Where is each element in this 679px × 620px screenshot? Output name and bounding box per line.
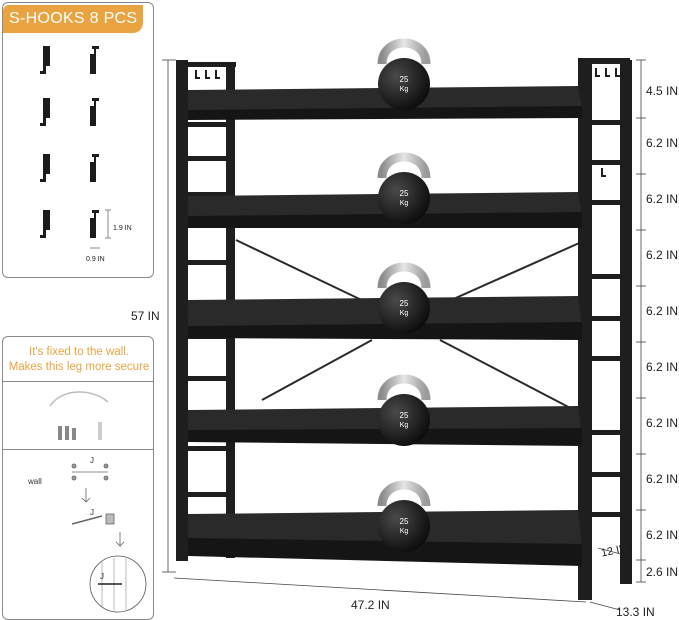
segment-height-label: 6.2 IN bbox=[646, 360, 679, 374]
s-hooks-illustration bbox=[40, 46, 111, 249]
s-hook-icon bbox=[40, 46, 99, 238]
svg-text:25: 25 bbox=[400, 299, 409, 308]
wall-anchor-panel: It's fixed to the wall. Makes this leg m… bbox=[2, 336, 154, 620]
right-frame bbox=[578, 58, 632, 600]
segment-height-label: 4.5 IN bbox=[646, 84, 679, 98]
hook-height-label: 1.9 IN bbox=[113, 225, 132, 232]
segment-height-label: 6.2 IN bbox=[646, 192, 679, 206]
anchor-strap-icon bbox=[49, 391, 109, 407]
panel-divider bbox=[3, 381, 153, 382]
svg-text:Kg: Kg bbox=[400, 422, 409, 429]
step-diagram bbox=[71, 463, 147, 613]
svg-text:Kg: Kg bbox=[400, 200, 409, 207]
s-hooks-panel: S-HOOKS 8 PCS bbox=[2, 2, 154, 278]
segment-height-label: 2.6 IN bbox=[646, 565, 679, 579]
wall-label: wall bbox=[28, 477, 42, 486]
kettlebell: 25 Kg bbox=[377, 38, 431, 110]
hook-dimension-lines bbox=[90, 209, 111, 249]
segment-height-label: 6.2 IN bbox=[646, 248, 679, 262]
segment-height-label: 6.2 IN bbox=[646, 472, 679, 486]
svg-text:25: 25 bbox=[400, 517, 409, 526]
dimension-lines bbox=[162, 59, 646, 611]
kettlebell: 25 Kg bbox=[377, 152, 431, 224]
total-height-label: 57 IN bbox=[131, 309, 160, 323]
svg-text:25: 25 bbox=[400, 75, 409, 84]
s-hooks-title: S-HOOKS 8 PCS bbox=[3, 5, 143, 33]
svg-text:Kg: Kg bbox=[400, 86, 409, 93]
segment-height-label: 6.2 IN bbox=[646, 136, 679, 150]
part-label-j: J bbox=[100, 572, 104, 581]
cross-brace bbox=[235, 239, 587, 413]
segment-height-label: 6.2 IN bbox=[646, 304, 679, 318]
part-label-j: J bbox=[90, 508, 94, 517]
svg-text:Kg: Kg bbox=[400, 310, 409, 317]
segment-height-label: 6.2 IN bbox=[646, 416, 679, 430]
wall-anchor-illustration bbox=[49, 391, 147, 613]
part-label-j: J bbox=[90, 456, 94, 465]
wall-anchor-caption: It's fixed to the wall. Makes this leg m… bbox=[3, 345, 153, 375]
caption-line-2: Makes this leg more secure bbox=[8, 361, 150, 373]
s-hook-group bbox=[195, 68, 620, 177]
svg-text:Kg: Kg bbox=[400, 528, 409, 535]
panel-divider bbox=[3, 449, 153, 450]
hook-width-label: 0.9 IN bbox=[86, 256, 105, 263]
svg-text:25: 25 bbox=[400, 411, 409, 420]
caption-line-1: It's fixed to the wall. bbox=[29, 346, 129, 358]
depth-label: 13.3 IN bbox=[616, 605, 655, 619]
screw-icon bbox=[58, 422, 102, 440]
kettlebell: 25 Kg bbox=[377, 480, 431, 552]
width-label: 47.2 IN bbox=[351, 598, 390, 612]
segment-height-label: 6.2 IN bbox=[646, 528, 679, 542]
svg-text:25: 25 bbox=[400, 189, 409, 198]
kettlebell: 25 Kg bbox=[377, 262, 431, 334]
kettlebell: 25 Kg bbox=[377, 374, 431, 446]
